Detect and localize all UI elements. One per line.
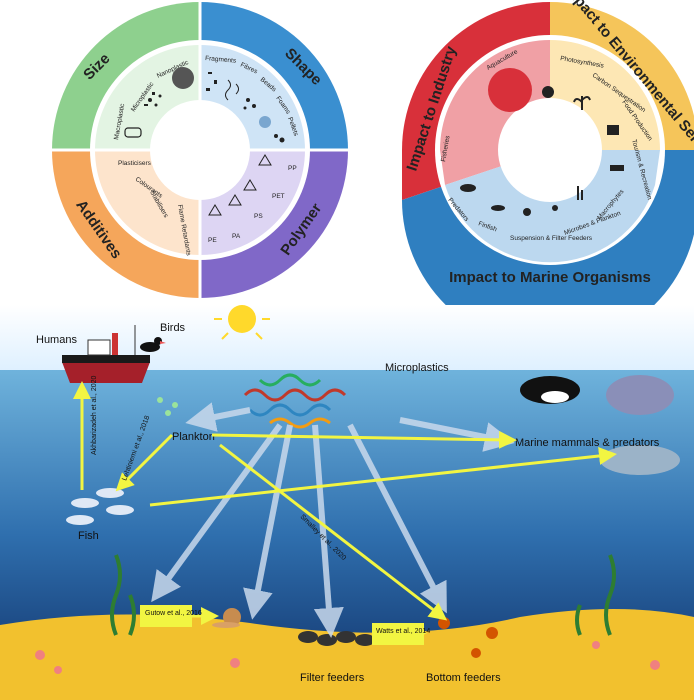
microplastics-cluster xyxy=(243,373,347,429)
orca-icon xyxy=(520,376,580,404)
ocean-scene: Humans Birds Microplastics Plankton Mari… xyxy=(0,305,694,700)
sun-icon xyxy=(542,86,554,98)
fish-school-icon xyxy=(66,488,134,525)
aquaculture-icon xyxy=(488,68,532,112)
marine-mammals-label: Marine mammals & predators xyxy=(515,437,660,449)
snorkel-icon xyxy=(610,165,624,171)
seabed xyxy=(0,609,694,700)
classification-wheels: Size Shape Additives Polymer Macroplasti… xyxy=(52,0,694,305)
citation-akhbarizadeh: Akhbarizadeh et al., 2020 xyxy=(91,376,98,455)
bottle-icon xyxy=(124,127,142,138)
citation-watts: Watts et al., 2014 xyxy=(376,628,430,635)
food-icon xyxy=(607,125,619,135)
left-wheel: Size Shape Additives Polymer Macroplasti… xyxy=(52,2,348,298)
additive-item-plasticisers: Plasticisers xyxy=(118,160,152,167)
starfish-icon xyxy=(35,641,660,674)
humans-label: Humans xyxy=(36,334,77,346)
polymer-item-pp: PP xyxy=(288,165,297,172)
microplastic-icon xyxy=(144,92,162,107)
sperm-whale-icon xyxy=(606,375,674,415)
plant-icon xyxy=(573,96,591,110)
right-wheel: Aquaculture Fisheries Photosynthesis Car… xyxy=(402,0,694,305)
fibres-icon xyxy=(225,79,239,101)
seaweed-icon xyxy=(110,554,616,636)
fish-label: Fish xyxy=(78,530,99,542)
dispersal-arrows xyxy=(151,402,515,638)
pellets-icon xyxy=(274,134,285,143)
ship-icon xyxy=(62,325,150,383)
nanoplastic-icon xyxy=(172,67,194,89)
marine-title: Impact to Marine Organisms xyxy=(449,269,651,286)
plankton-icon xyxy=(157,397,178,416)
humpback-icon xyxy=(600,445,680,475)
shape-item-fragments: Fragments xyxy=(205,55,237,65)
filter-feeders-label: Filter feeders xyxy=(300,672,365,684)
polymer-item-pa: PA xyxy=(232,233,241,240)
polymer-item-pe: PE xyxy=(208,237,217,244)
fragments-icon xyxy=(206,72,217,91)
marine-item-filter: Suspension & Filter Feeders xyxy=(510,235,593,242)
citation-watts-box: Watts et al., 2014 xyxy=(372,623,430,645)
industry-item-fisheries: Fisheries xyxy=(440,134,452,162)
citation-gutow: Gutow et al., 2016 xyxy=(145,610,202,617)
microplastics-label: Microplastics xyxy=(385,362,449,374)
bird-icon xyxy=(140,337,166,352)
foams-icon xyxy=(259,116,271,128)
beads-icon xyxy=(243,98,256,110)
bottom-feeders-label: Bottom feeders xyxy=(426,672,501,684)
sun-icon xyxy=(214,305,270,340)
citation-gutow-box: Gutow et al., 2016 xyxy=(140,605,202,627)
trophic-arrows xyxy=(73,381,617,642)
plankton-label: Plankton xyxy=(172,431,215,443)
polymer-item-ps: PS xyxy=(254,213,263,220)
snail-icon xyxy=(212,608,241,628)
marine-icons xyxy=(460,184,583,216)
birds-label: Birds xyxy=(160,322,186,334)
polymer-item-pet: PET xyxy=(272,193,285,200)
recycle-icon xyxy=(208,154,272,216)
